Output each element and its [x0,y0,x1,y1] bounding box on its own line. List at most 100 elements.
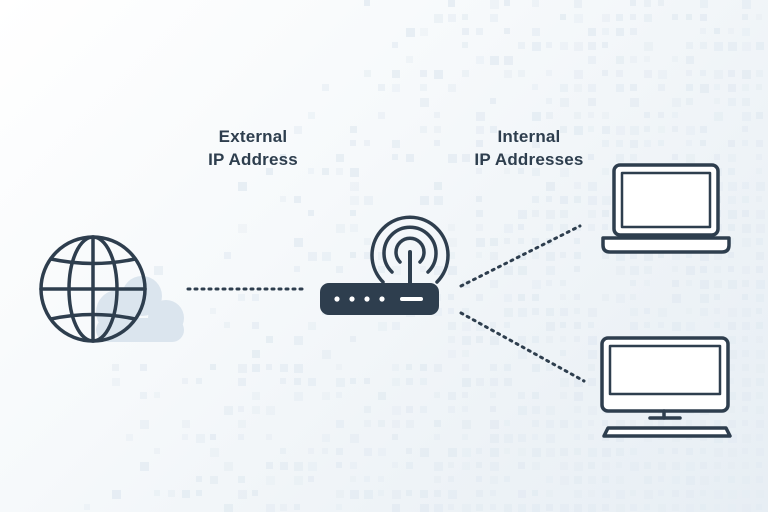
background-square [616,448,624,456]
background-square [518,70,525,77]
background-square [714,154,720,160]
background-square [742,126,748,132]
background-square [532,280,541,289]
background-square [742,392,751,401]
background-square [756,294,764,302]
background-square [378,322,387,331]
background-square [322,350,331,359]
background-square [336,168,343,175]
background-square [630,266,639,275]
background-square [504,476,510,482]
background-square [630,56,637,63]
background-square [546,196,552,202]
background-square [392,504,400,512]
background-square [546,210,555,219]
background-square [644,266,652,274]
background-square [728,378,734,384]
background-square [700,252,709,261]
background-square [504,224,513,233]
background-square [462,448,471,457]
background-square [392,434,398,440]
background-square [756,182,765,191]
background-square [308,448,314,454]
background-square [238,378,246,386]
background-square [280,364,288,372]
background-square [756,322,763,329]
background-square [644,42,653,51]
background-square [742,336,748,342]
background-square [658,462,666,470]
background-square [560,420,568,428]
laptop-connection-line [459,224,582,288]
background-square [406,420,414,428]
background-square [434,182,442,190]
background-square [532,140,540,148]
background-square [616,420,625,429]
background-square [602,420,608,426]
background-square [420,126,427,133]
background-square [350,126,357,133]
laptop-icon [601,163,731,254]
background-square [462,280,470,288]
background-square [574,14,583,23]
background-square [574,434,580,440]
background-square [476,238,485,247]
background-square [574,420,582,428]
background-square [574,0,582,8]
background-square [252,294,259,301]
background-square [434,140,440,146]
internal-ip-label: Internal IP Addresses [446,125,612,171]
background-square [756,14,762,20]
background-square [504,28,510,34]
background-square [574,182,581,189]
background-square [644,140,651,147]
background-square [420,448,429,457]
globe-icon [39,235,147,343]
background-square [756,406,764,414]
background-square [588,182,597,191]
background-square [252,406,260,414]
background-square [756,238,763,245]
background-square [294,336,303,345]
background-square [462,14,468,20]
background-square [350,378,356,384]
background-square [140,420,149,429]
background-square [742,84,749,91]
background-square [504,56,513,65]
background-square [364,490,373,499]
background-square [728,406,735,413]
background-square [756,196,762,202]
background-square [602,140,609,147]
router-icon [320,215,450,315]
background-square [504,364,511,371]
background-square [84,504,90,510]
background-square [588,196,597,205]
background-square [560,126,567,133]
background-square [448,238,457,247]
background-square [252,392,260,400]
background-square [490,462,499,471]
background-square [518,168,524,174]
background-square [742,406,748,412]
external-ip-label-line2: IP Address [208,150,298,169]
background-square [336,504,342,510]
background-square [588,112,594,118]
background-square [658,490,664,496]
background-square [434,196,443,205]
background-square [210,308,216,314]
background-square [574,294,580,300]
background-square [560,350,566,356]
background-square [350,252,356,258]
background-square [714,280,722,288]
background-square [182,378,188,384]
background-square [700,140,706,146]
background-square [448,336,455,343]
background-square [322,84,329,91]
background-square [392,154,398,160]
background-square [672,14,678,20]
background-square [714,112,723,121]
background-square [532,112,541,121]
background-square [714,462,721,469]
background-square [616,462,622,468]
background-square [182,420,190,428]
